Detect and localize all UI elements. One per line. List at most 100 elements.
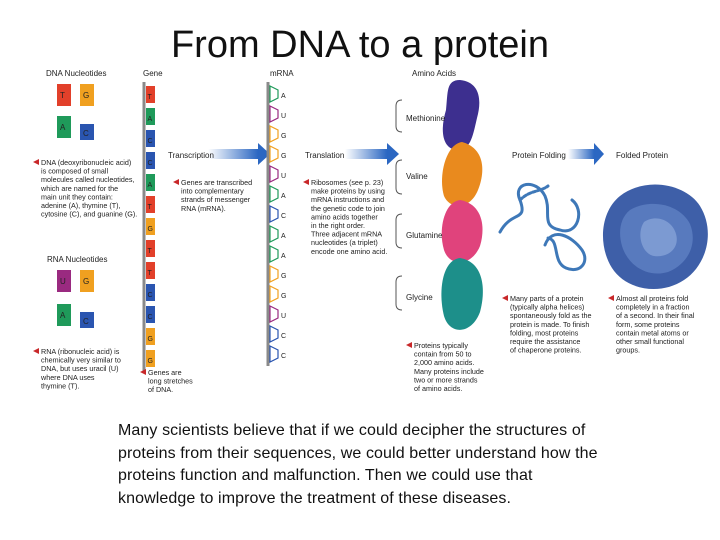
mrna-letter: C	[281, 213, 286, 220]
amino-acid-valine: Valine	[406, 172, 428, 181]
note-line: of chaperone proteins.	[510, 346, 582, 355]
dna-letter: C	[83, 129, 89, 138]
gene-letter: A	[148, 116, 153, 123]
mrna-letter: C	[281, 333, 286, 340]
note-line: thymine (T).	[41, 381, 79, 390]
note-line: spontaneously fold as the	[510, 311, 592, 320]
mrna-nucleotide	[269, 325, 279, 343]
dna-nucleotides: T G A C	[57, 84, 94, 140]
bullet-icon	[173, 179, 179, 185]
process-transcription: Transcription	[168, 151, 214, 160]
gene-letter: G	[148, 226, 153, 233]
note-line: DNA (deoxyribonucleic acid)	[41, 158, 131, 167]
header-amino-acids: Amino Acids	[412, 69, 456, 78]
note-line: Genes are	[148, 368, 182, 377]
bullet-icon	[502, 295, 508, 301]
header-mrna: mRNA	[270, 69, 294, 78]
mrna-nucleotide	[269, 285, 279, 303]
gene-letter: A	[148, 182, 153, 189]
header-gene: Gene	[143, 69, 163, 78]
mrna-nucleotide	[269, 105, 279, 123]
note-line: long stretches	[148, 377, 193, 386]
mrna-nucleotide	[269, 205, 279, 223]
bullet-icon	[303, 179, 309, 185]
dna-letter: A	[60, 123, 66, 132]
note-line: in the right order.	[311, 221, 365, 230]
note-line: (typically alpha helices)	[510, 303, 584, 312]
mrna-letter: A	[281, 193, 286, 200]
glutamine-blob	[441, 200, 483, 263]
dna-letter: G	[83, 91, 89, 100]
amino-acid-methionine: Methionine	[406, 114, 446, 123]
gene-letter: C	[148, 292, 153, 299]
note-line: 2,000 amino acids.	[414, 358, 474, 367]
gene-letter: T	[148, 204, 153, 211]
gene-nucleotide	[146, 108, 155, 125]
note-line: where DNA uses	[40, 373, 95, 382]
bullet-icon	[140, 369, 146, 375]
mrna-nucleotide	[269, 125, 279, 143]
mrna-nucleotide	[269, 305, 279, 323]
caption-text: Many scientists believe that if we could…	[118, 422, 598, 507]
bracket	[395, 159, 403, 195]
note-line: chemically very similar to	[41, 356, 121, 365]
mrna-letter: G	[281, 133, 286, 140]
mrna-letter: A	[281, 93, 286, 100]
bracket	[395, 213, 403, 249]
note-line: into complementary	[181, 187, 244, 196]
note-line: protein is made. To finish	[510, 320, 589, 329]
folding-arrow	[568, 149, 594, 159]
gene-nucleotide	[146, 86, 155, 103]
rna-letter: G	[83, 277, 89, 286]
ribosomes-note: Ribosomes (see p. 23)make proteins by us…	[311, 178, 387, 256]
valine-blob	[442, 142, 483, 206]
transcription-arrow	[208, 149, 258, 159]
mrna-letter: G	[281, 273, 286, 280]
rna-nucleotides-label: RNA Nucleotides	[47, 255, 107, 264]
gene-nucleotide	[146, 328, 155, 345]
arrow-head-icon	[387, 143, 399, 165]
note-line: Genes are transcribed	[181, 178, 252, 187]
mrna-nucleotide	[269, 345, 279, 363]
mrna-nucleotide	[269, 185, 279, 203]
note-line: Proteins typically	[414, 341, 468, 350]
bullet-icon	[406, 342, 412, 348]
mrna-nucleotide	[269, 85, 279, 103]
note-line: completely in a fraction	[616, 303, 690, 312]
arrow-head-icon	[258, 143, 270, 165]
gene-nucleotide	[146, 262, 155, 279]
gene-letter: T	[148, 94, 153, 101]
note-line: contain from 50 to	[414, 350, 472, 359]
note-line: which are named for the	[40, 184, 118, 193]
mrna-letter: A	[281, 233, 286, 240]
folding-ribbon	[498, 182, 587, 271]
translation-arrow	[345, 149, 387, 159]
gene-nucleotide	[146, 306, 155, 323]
dna-note: DNA (deoxyribonucleic acid)is composed o…	[40, 158, 137, 219]
note-line: Ribosomes (see p. 23)	[311, 178, 383, 187]
note-line: is composed of small	[41, 167, 109, 176]
rna-letter: C	[83, 317, 89, 326]
note-line: RNA (ribonucleic acid) is	[41, 347, 120, 356]
mrna-nucleotide	[269, 245, 279, 263]
note-line: main unit they contain:	[41, 192, 113, 201]
folding-note: Many parts of a protein(typically alpha …	[510, 294, 592, 355]
rna-nucleotide-a	[57, 304, 71, 326]
amino-acid-glutamine: Glutamine	[406, 231, 443, 240]
gene-nucleotide	[146, 174, 155, 191]
mrna-letter: U	[281, 173, 286, 180]
amino-acid-glycine: Glycine	[406, 293, 433, 302]
process-folded-protein: Folded Protein	[616, 151, 668, 160]
arrow-head-icon	[594, 143, 604, 165]
note-line: of DNA.	[148, 385, 173, 394]
note-line: contain metal atoms or	[616, 328, 689, 337]
note-line: of a second. In their final	[616, 311, 695, 320]
slide-title: From DNA to a protein	[170, 24, 550, 66]
mrna-letter: G	[281, 153, 286, 160]
